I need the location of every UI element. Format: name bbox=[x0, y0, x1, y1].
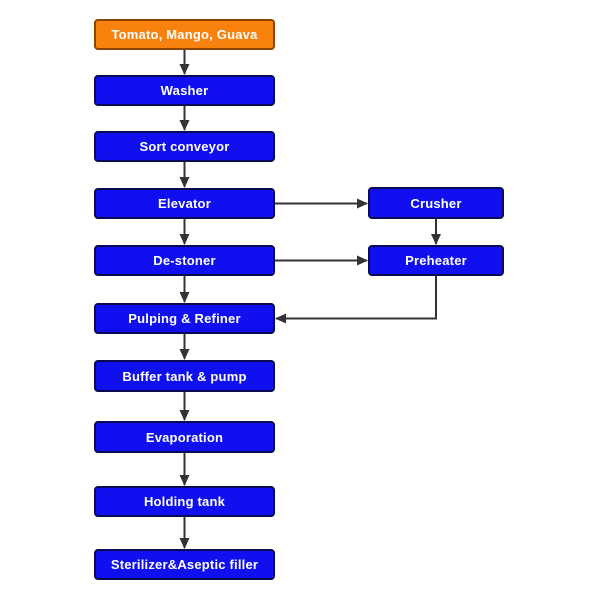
node-washer: Washer bbox=[94, 75, 275, 106]
node-elevator: Elevator bbox=[94, 188, 275, 219]
node-buffer: Buffer tank & pump bbox=[94, 360, 275, 392]
node-destoner: De-stoner bbox=[94, 245, 275, 276]
node-sterilizer: Sterilizer&Aseptic filler bbox=[94, 549, 275, 580]
node-pulping: Pulping & Refiner bbox=[94, 303, 275, 334]
node-holding: Holding tank bbox=[94, 486, 275, 517]
edge-preheater-to-pulping bbox=[275, 276, 437, 324]
node-source: Tomato, Mango, Guava bbox=[94, 19, 275, 50]
node-crusher: Crusher bbox=[368, 187, 504, 219]
node-sort: Sort conveyor bbox=[94, 131, 275, 162]
node-preheater: Preheater bbox=[368, 245, 504, 276]
node-evaporation: Evaporation bbox=[94, 421, 275, 453]
